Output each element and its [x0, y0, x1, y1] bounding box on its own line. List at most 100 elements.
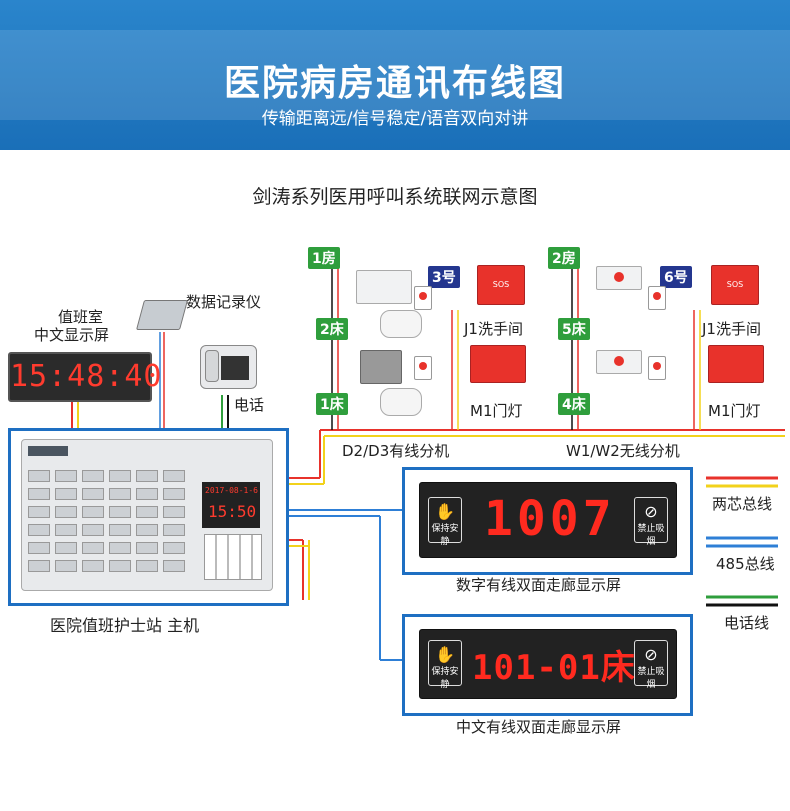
room1-extension-label: D2/D3有线分机: [342, 442, 450, 460]
console-key: [28, 542, 50, 554]
data-recorder-label: 数据记录仪: [186, 293, 262, 311]
duty-room-display-label: 中文显示屏: [34, 326, 110, 344]
console-key: [163, 488, 185, 500]
console-key: [109, 542, 131, 554]
data-recorder-device: [135, 300, 189, 330]
console-key: [55, 524, 77, 536]
room2-bedside-unit-4: [596, 350, 642, 374]
banner-band: [0, 30, 790, 120]
room2-sink-label: J1洗手间: [702, 320, 761, 338]
legend-two-core-label: 两芯总线: [712, 495, 773, 513]
bed2-tag: 2床: [316, 318, 348, 340]
console-key: [82, 506, 104, 518]
console-key: [28, 524, 50, 536]
no-smoking-icon-2: ⊘禁止吸烟: [634, 640, 668, 690]
console-key: [55, 470, 77, 482]
room1-door-label: M1门灯: [470, 402, 523, 420]
banner-subtitle: 传输距离远/信号稳定/语音双向对讲: [261, 109, 529, 129]
console-key: [82, 524, 104, 536]
duty-room-label: 值班室: [58, 308, 104, 326]
no-smoking-icon: ⊘禁止吸烟: [634, 497, 668, 547]
console-key: [109, 506, 131, 518]
room2-call-button-5: [648, 286, 666, 310]
console-key: [55, 506, 77, 518]
console-key: [163, 470, 185, 482]
console-key: [28, 560, 50, 572]
bed5-tag: 5床: [558, 318, 590, 340]
room1-number-tag: 3号: [428, 266, 460, 288]
room2-bedside-unit-5: [596, 266, 642, 290]
console-key: [109, 470, 131, 482]
console-key: [163, 560, 185, 572]
console-key: [55, 542, 77, 554]
digital-number: 1007: [484, 491, 616, 547]
console-key: [136, 524, 158, 536]
banner-title: 医院病房通讯布线图: [223, 63, 566, 104]
legend-phone-label: 电话线: [724, 614, 770, 632]
console-key: [82, 470, 104, 482]
duty-room-clock-display: 15:48:40: [8, 352, 162, 402]
room1-ward-intercom: [356, 270, 412, 304]
quiet-icon: ✋保持安静: [428, 497, 462, 547]
phone-label: 电话: [234, 396, 265, 414]
console-key: [163, 542, 185, 554]
console-key: [136, 470, 158, 482]
console-key: [136, 506, 158, 518]
console-key: [82, 488, 104, 500]
room2-door-light: [708, 345, 764, 383]
chinese-display-frame: ✋保持安静 101-01床 ⊘禁止吸烟: [402, 614, 693, 716]
no-smoking-text-2: 禁止吸烟: [637, 667, 665, 690]
console-key: [136, 560, 158, 572]
chinese-corridor-display: ✋保持安静 101-01床 ⊘禁止吸烟: [419, 629, 677, 699]
console-keypad: [28, 470, 193, 580]
bed1-tag: 1床: [316, 393, 348, 415]
main-station-label: 医院值班护士站 主机: [50, 616, 200, 635]
console-date: 2017-08-1-6: [205, 486, 258, 495]
quiet-icon-2: ✋保持安静: [428, 640, 462, 690]
console-screen: 2017-08-1-6 15:50: [202, 482, 260, 528]
console-key: [28, 488, 50, 500]
console-key: [55, 488, 77, 500]
digital-corridor-display: ✋保持安静 1007 ⊘禁止吸烟: [419, 482, 677, 558]
console-key: [109, 488, 131, 500]
digital-display-label: 数字有线双面走廊显示屏: [456, 576, 622, 594]
console-time: 15:50: [208, 502, 257, 521]
chinese-display-label: 中文有线双面走廊显示屏: [456, 718, 622, 736]
room1-tag: 1房: [308, 247, 340, 269]
bed4-tag: 4床: [558, 393, 590, 415]
header-banner: 医院病房通讯布线图 传输距离远/信号稳定/语音双向对讲: [0, 0, 790, 150]
room1-sink-label: J1洗手间: [464, 320, 523, 338]
room1-call-button-2: [414, 286, 432, 310]
legend-485-label: 485总线: [716, 555, 775, 573]
room1-panel: [360, 350, 402, 384]
console-numpad: [204, 534, 262, 580]
console-key: [28, 506, 50, 518]
console-key: [82, 542, 104, 554]
room2-extension-label: W1/W2无线分机: [566, 442, 680, 460]
nurse-station-console: 2017-08-1-6 15:50: [21, 439, 273, 591]
chinese-display-text: 101-01床: [472, 648, 636, 688]
main-station-frame: 2017-08-1-6 15:50: [8, 428, 289, 606]
no-smoking-text: 禁止吸烟: [637, 524, 665, 547]
quiet-text: 保持安静: [431, 524, 459, 547]
room2-door-label: M1门灯: [708, 402, 761, 420]
room2-sos-button: SOS: [711, 265, 759, 305]
room1-call-button-1: [414, 356, 432, 380]
room2-tag: 2房: [548, 247, 580, 269]
console-key: [163, 524, 185, 536]
console-key: [109, 524, 131, 536]
room1-bedside-unit-2: [380, 310, 422, 338]
console-key: [136, 542, 158, 554]
console-key: [55, 560, 77, 572]
console-key: [136, 488, 158, 500]
console-key: [28, 470, 50, 482]
console-key: [82, 560, 104, 572]
room1-door-light: [470, 345, 526, 383]
telephone-icon: [200, 345, 257, 389]
console-logo: [28, 446, 68, 456]
quiet-text-2: 保持安静: [431, 667, 459, 690]
console-key: [163, 506, 185, 518]
digital-display-frame: ✋保持安静 1007 ⊘禁止吸烟: [402, 467, 693, 575]
room2-call-button-4: [648, 356, 666, 380]
